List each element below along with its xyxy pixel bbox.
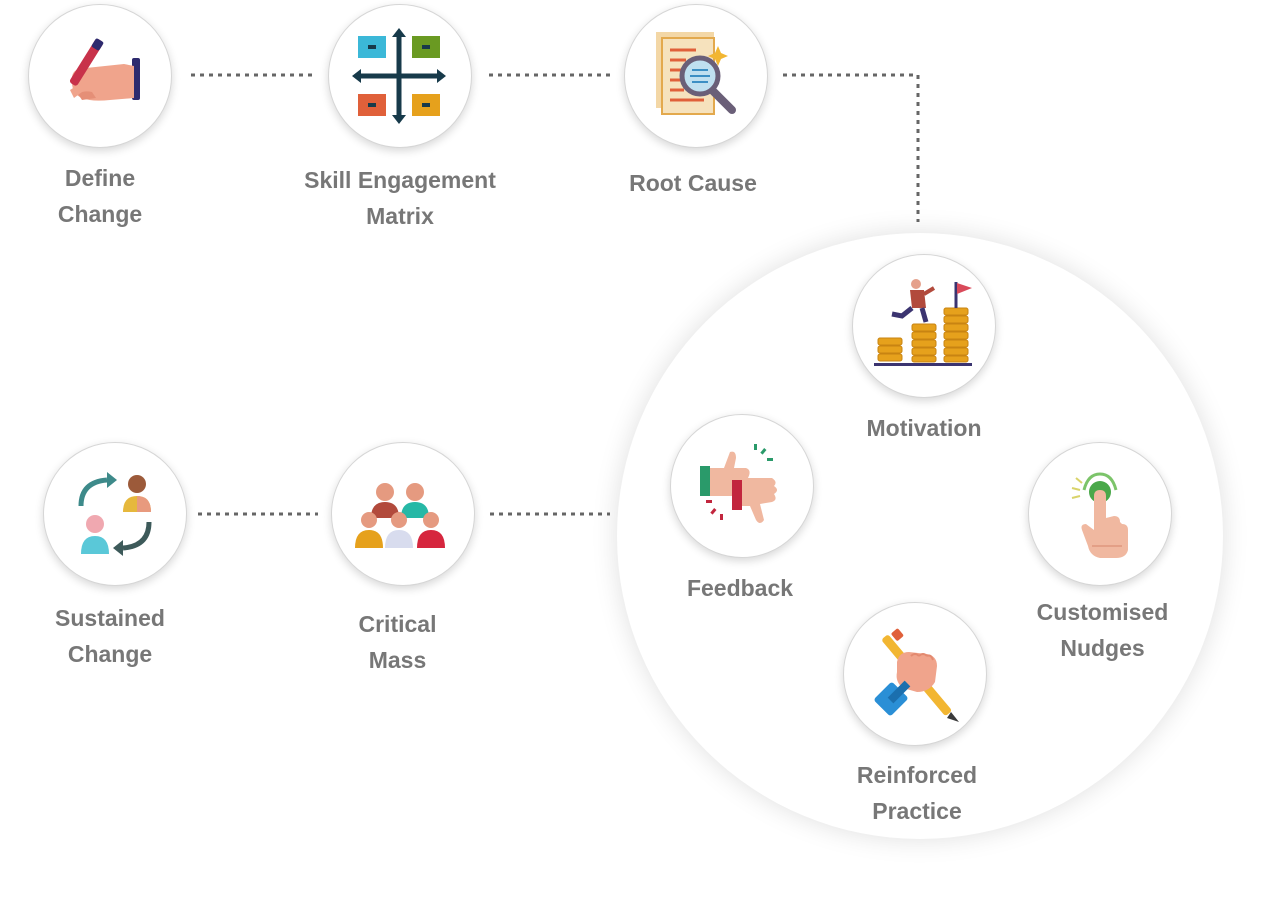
define-change-node — [28, 4, 172, 148]
thumbs-up-down-icon — [700, 444, 777, 523]
customised-nudges-label: Customised Nudges — [1036, 599, 1169, 661]
people-exchange-cycle-icon — [78, 472, 152, 556]
customised-nudges-node — [1028, 442, 1172, 586]
reinforced-practice-label: Reinforced Practice — [856, 762, 978, 824]
feedback-node — [670, 414, 814, 558]
hand-pencil-icon — [874, 628, 959, 722]
document-magnifier-icon — [656, 32, 736, 115]
skill-engagement-matrix-node — [328, 4, 472, 148]
finger-tap-icon — [1071, 472, 1128, 558]
hand-writing-icon — [69, 38, 140, 101]
reinforced-practice-node — [843, 602, 987, 746]
critical-mass-label: Critical Mass — [358, 611, 437, 673]
define-change-label: Define Change — [57, 165, 143, 227]
motivation-node — [852, 254, 996, 398]
skill-engagement-matrix-label: Skill Engagement Matrix — [304, 167, 496, 229]
connector-rootcause-to-circle — [783, 73, 920, 222]
root-cause-node — [624, 4, 768, 148]
critical-mass-node — [331, 442, 475, 586]
group-of-people-icon — [355, 483, 445, 548]
motivation-label: Motivation — [866, 415, 982, 441]
sustained-change-label: Sustained Change — [55, 605, 165, 667]
sustained-change-node — [43, 442, 187, 586]
root-cause-label: Root Cause — [629, 170, 757, 196]
climbing-coins-icon — [874, 279, 972, 366]
matrix-quadrant-icon — [352, 28, 446, 124]
feedback-label: Feedback — [686, 575, 794, 601]
